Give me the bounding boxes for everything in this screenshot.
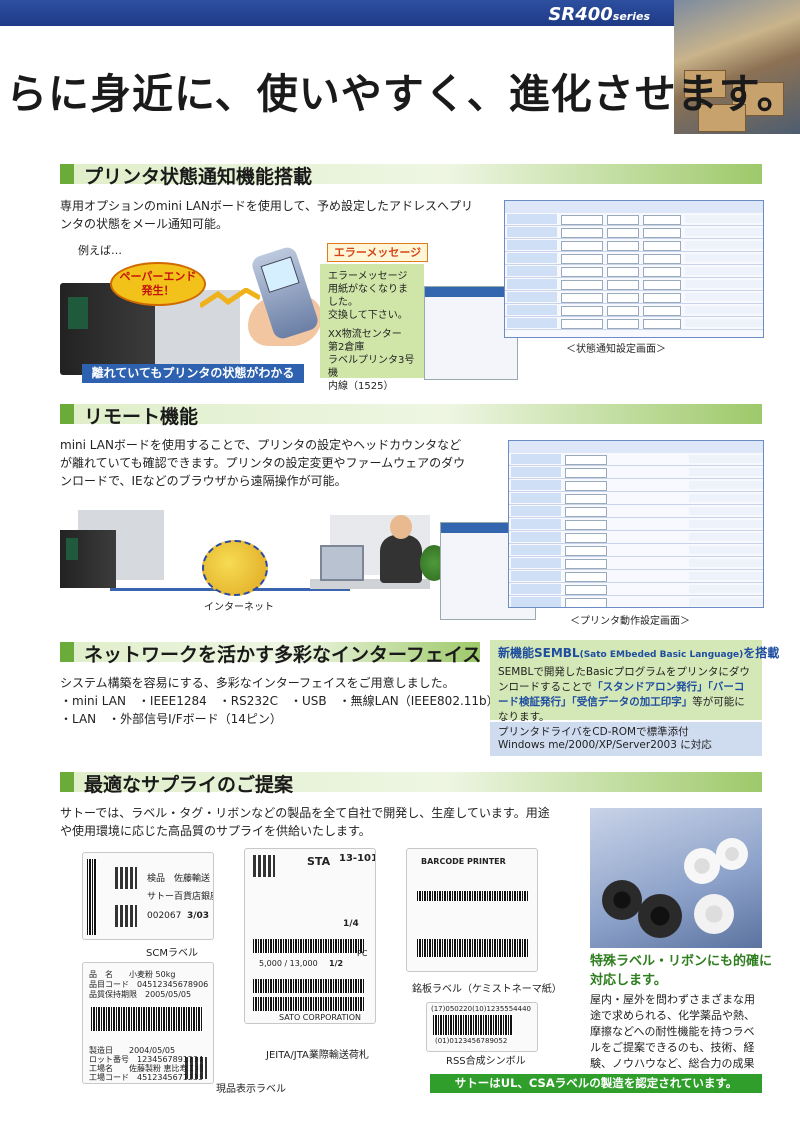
interface-list-line1: ・mini LAN ・IEEE1284 ・RS232C ・USB ・無線LAN（… — [60, 694, 499, 708]
section-title: ネットワークを活かす多彩なインターフェイス — [84, 644, 482, 666]
jeita-label-sample: STA 13-101 1/4 5,000 / 13,000 1/2 PC SAT… — [244, 848, 376, 1024]
section-header-status: プリンタ状態通知機能搭載 — [60, 164, 762, 188]
section-title: リモート機能 — [84, 406, 199, 428]
status-settings-screenshot — [504, 200, 764, 338]
printer-settings-screenshot — [508, 440, 764, 608]
nameplate-label-sample: BARCODE PRINTER — [406, 848, 538, 972]
error-message-label: エラーメッセージ — [327, 243, 428, 262]
screenshot-title — [505, 201, 763, 213]
scm-caption: SCMラベル — [146, 948, 198, 959]
nameplate-caption: 銘板ラベル（ケミストネーマ紙） — [412, 984, 562, 995]
example-label: 例えば… — [78, 244, 122, 257]
status-screenshot-caption: ＜状態通知設定画面＞ — [566, 344, 666, 355]
section-header-remote: リモート機能 — [60, 404, 762, 428]
error-message-box: エラーメッセージ 用紙がなくなりました。 交換して下さい。 XX物流センター 第… — [320, 264, 424, 392]
printer-illustration — [60, 530, 116, 588]
scm-label-sample: 検品 佐藤輸送 サトー百貨店銀座店 002067 3/03 — [82, 852, 214, 940]
driver-info-box: プリンタドライバをCD-ROMで標準添付 Windows me/2000/XP/… — [490, 722, 762, 756]
product-label-sample: 品 名 小麦粉 50kg 品目コード 04512345678906 品質保持期限… — [82, 962, 214, 1084]
rss-caption: RSS合成シンボル — [446, 1056, 526, 1067]
remote-screenshot-caption: ＜プリンタ動作設定画面＞ — [570, 616, 690, 627]
sembl-description: SEMBLで開発したBasicプログラムをプリンタにダウンロードすることで「スタ… — [498, 666, 750, 723]
warehouse-photo — [674, 0, 800, 134]
section-header-interface: ネットワークを活かす多彩なインターフェイス — [60, 642, 481, 666]
internet-label: インターネット — [204, 602, 274, 613]
series-label: SR400series — [548, 4, 650, 25]
special-labels-description: 屋内・屋外を問わずさまざまな用途で求められる、化学薬品や熱、摩擦などへの耐性機能… — [590, 993, 755, 1086]
status-banner: 離れていてもプリンタの状態がわかる — [82, 364, 304, 383]
headline: らに身近に、使いやすく、進化させます。 — [6, 70, 799, 118]
supply-description: サトーでは、ラベル・タグ・リボンなどの製品を全て自社で開発し、生産しています。用… — [60, 806, 550, 838]
section-marker — [60, 404, 74, 424]
supplies-photo — [590, 808, 762, 948]
sembl-title: 新機能SEMBL(Sato EMbeded Basic Language)を搭載 — [498, 646, 780, 660]
interface-intro: システム構築を容易にする、多彩なインターフェイスをご用意しました。 — [60, 676, 455, 690]
interface-description: システム構築を容易にする、多彩なインターフェイスをご用意しました。 ・mini … — [60, 674, 499, 728]
office-worker-illustration — [310, 505, 450, 597]
ul-csa-banner: サトーはUL、CSAラベルの製造を認定されています。 — [430, 1074, 762, 1093]
section-header-supply: 最適なサプライのご提案 — [60, 772, 762, 796]
section-marker — [60, 642, 74, 662]
paper-end-burst: ペーパーエンド 発生！ — [110, 262, 206, 306]
remote-description: mini LANボードを使用することで、プリンタの設定やヘッドカウンタなどが離れ… — [60, 438, 466, 488]
screenshot-title — [509, 441, 763, 453]
section-marker — [60, 164, 74, 184]
section-title: プリンタ状態通知機能搭載 — [84, 166, 313, 188]
special-labels-title: 特殊ラベル・リボンにも的確に 対応します。 — [590, 954, 773, 988]
section-marker — [60, 772, 74, 792]
status-description: 専用オプションのmini LANボードを使用して、予め設定したアドレスへプリンタ… — [60, 199, 473, 231]
section-title: 最適なサプライのご提案 — [84, 774, 294, 796]
top-bar — [0, 0, 800, 26]
sembl-feature-box: 新機能SEMBL(Sato EMbeded Basic Language)を搭載… — [490, 640, 780, 723]
jeita-caption: JEITA/JTA業際輸送荷札 — [266, 1050, 369, 1061]
lightning-icon — [200, 288, 260, 309]
internet-globe-icon — [202, 540, 268, 596]
interface-list-line2: ・LAN ・外部信号I/Fボード（14ピン） — [60, 712, 282, 726]
status-screenshot-back — [424, 286, 518, 380]
rss-label-sample: (17)050220(10)1235554440 (01)01234567890… — [426, 1002, 538, 1052]
product-label-caption: 現品表示ラベル — [216, 1084, 286, 1095]
